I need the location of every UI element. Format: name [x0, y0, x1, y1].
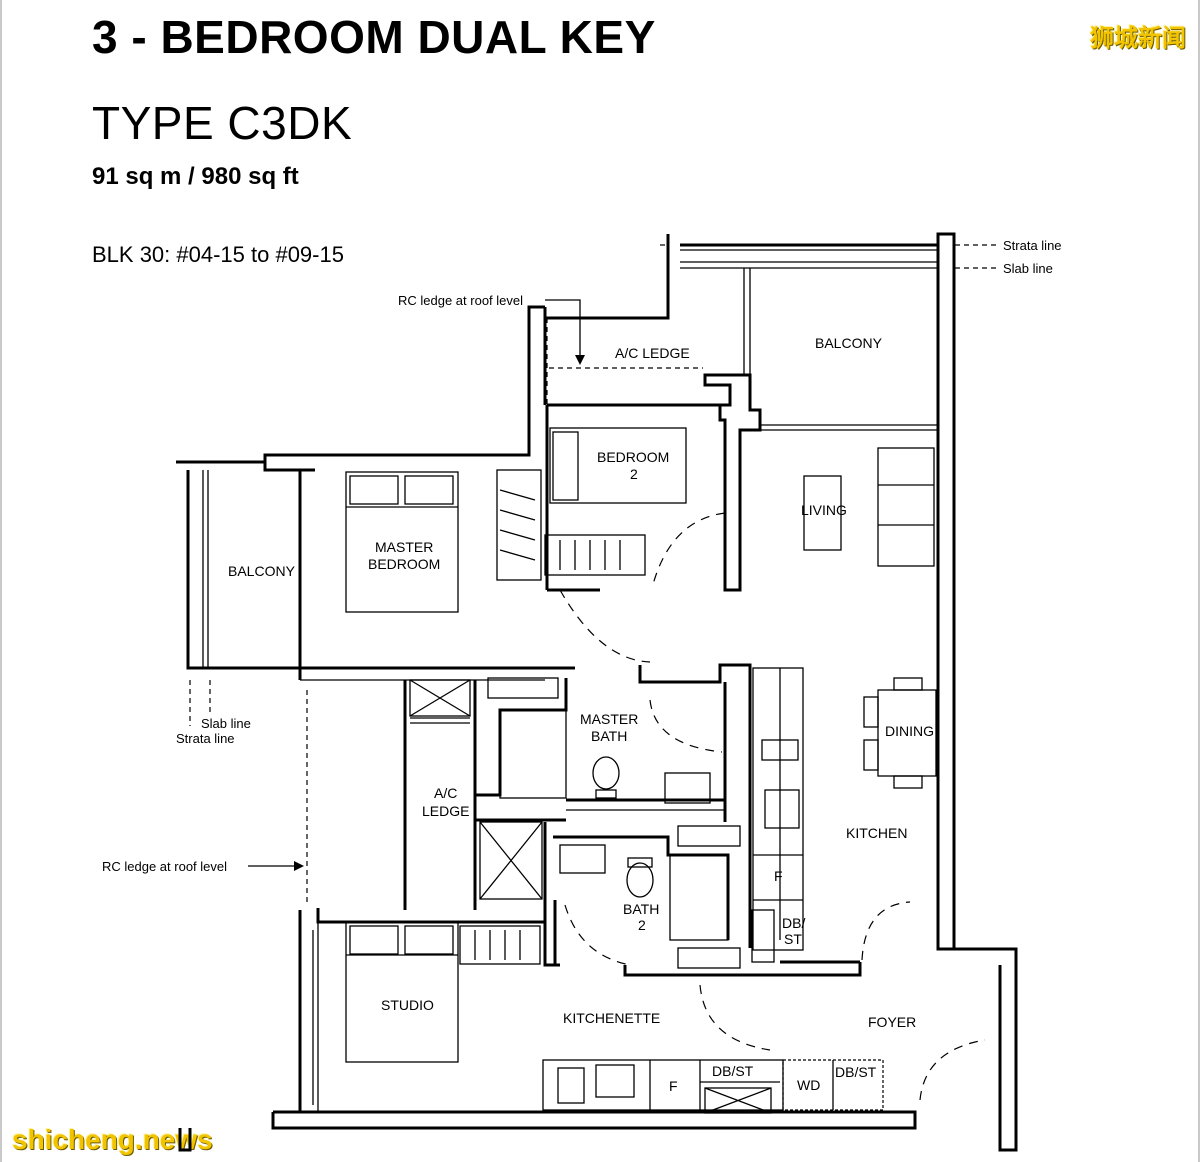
interior-walls	[403, 268, 938, 1111]
label-master-bath-line2: BATH	[591, 728, 627, 744]
label-dbst-kitchen-line1: DB/	[782, 915, 805, 931]
unit-area: 91 sq m / 980 sq ft	[92, 163, 299, 190]
label-dining: DINING	[885, 723, 934, 739]
label-ac-ledge-top: A/C LEDGE	[615, 345, 690, 361]
page-border-left	[0, 0, 2, 1162]
label-dbst-foyer: DB/ST	[835, 1064, 877, 1080]
label-kitchen: KITCHEN	[846, 825, 907, 841]
label-bath2-line2: 2	[638, 917, 646, 933]
label-balcony-top: BALCONY	[815, 335, 883, 351]
unit-type: TYPE C3DK	[92, 97, 353, 149]
label-bedroom2-line2: 2	[630, 466, 638, 482]
label-living: LIVING	[801, 502, 847, 518]
note-slab-line-right: Slab line	[1003, 261, 1053, 276]
furniture	[345, 427, 937, 1114]
leader-lines	[248, 299, 585, 871]
note-rc-ledge-top: RC ledge at roof level	[398, 293, 523, 308]
door-swings	[515, 512, 986, 1101]
page-border-right	[1198, 0, 1200, 1162]
label-foyer: FOYER	[868, 1014, 916, 1030]
label-wd: WD	[797, 1077, 820, 1093]
label-bedroom2-line1: BEDROOM	[597, 449, 669, 465]
plan-title: 3 - BEDROOM DUAL KEY	[92, 11, 656, 63]
label-master-line1: MASTER	[375, 539, 433, 555]
label-master-bath-line1: MASTER	[580, 711, 638, 727]
label-dbst-kitchen-line2: ST	[784, 931, 802, 947]
label-master-line2: BEDROOM	[368, 556, 440, 572]
label-kitchenette: KITCHENETTE	[563, 1010, 660, 1026]
label-fridge-kitchen: F	[774, 868, 783, 884]
label-ac-ledge-mid-line1: A/C	[434, 785, 457, 801]
strata-slab-lines	[189, 244, 1000, 905]
label-fridge-kitchenette: F	[669, 1078, 678, 1094]
note-strata-line-right: Strata line	[1003, 238, 1062, 253]
label-studio: STUDIO	[381, 997, 434, 1013]
note-rc-ledge-left: RC ledge at roof level	[102, 859, 227, 874]
note-strata-line-left: Strata line	[176, 731, 235, 746]
label-ac-ledge-mid-line2: LEDGE	[422, 803, 469, 819]
note-slab-line-left: Slab line	[201, 716, 251, 731]
watermark-top-right: 狮城新闻	[1090, 25, 1186, 52]
outer-walls	[176, 232, 1018, 1152]
block-units: BLK 30: #04-15 to #09-15	[92, 242, 344, 267]
label-bath2-line1: BATH	[623, 901, 659, 917]
label-dbst-kitchenette: DB/ST	[712, 1063, 754, 1079]
label-balcony-left: BALCONY	[228, 563, 296, 579]
